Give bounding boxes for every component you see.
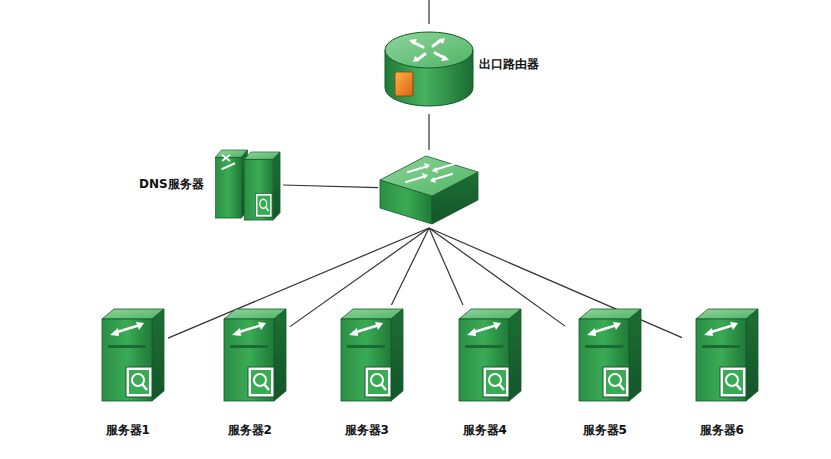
device-label: 出口路由器 — [479, 57, 539, 71]
device-icon — [682, 305, 762, 405]
server-node: 服务器5 — [565, 305, 645, 438]
network-link — [283, 185, 378, 188]
device-label: 服务器2 — [228, 423, 272, 437]
network-link — [428, 114, 429, 150]
server-node: 服务器6 — [682, 305, 762, 438]
device-icon — [208, 145, 283, 223]
device-label: 服务器3 — [345, 423, 389, 437]
device-icon — [378, 150, 480, 228]
device-icon — [445, 305, 525, 405]
server-node: 服务器4 — [445, 305, 525, 438]
switch-node — [378, 150, 480, 228]
network-link — [391, 228, 429, 305]
uplink-line — [428, 0, 429, 24]
device-label: 服务器1 — [106, 423, 150, 437]
server-node: 服务器3 — [327, 305, 407, 438]
device-icon — [327, 305, 407, 405]
device-icon — [565, 305, 645, 405]
device-label: 服务器5 — [583, 423, 627, 437]
device-label: DNS服务器 — [139, 177, 204, 191]
dns-server-node: DNS服务器 — [139, 145, 283, 223]
device-icon — [210, 305, 290, 405]
device-icon — [88, 305, 168, 405]
router-node: 出口路由器 — [383, 22, 539, 114]
device-icon — [383, 22, 475, 114]
server-node: 服务器1 — [88, 305, 168, 438]
device-label: 服务器6 — [700, 423, 744, 437]
server-node: 服务器2 — [210, 305, 290, 438]
device-label: 服务器4 — [463, 423, 507, 437]
